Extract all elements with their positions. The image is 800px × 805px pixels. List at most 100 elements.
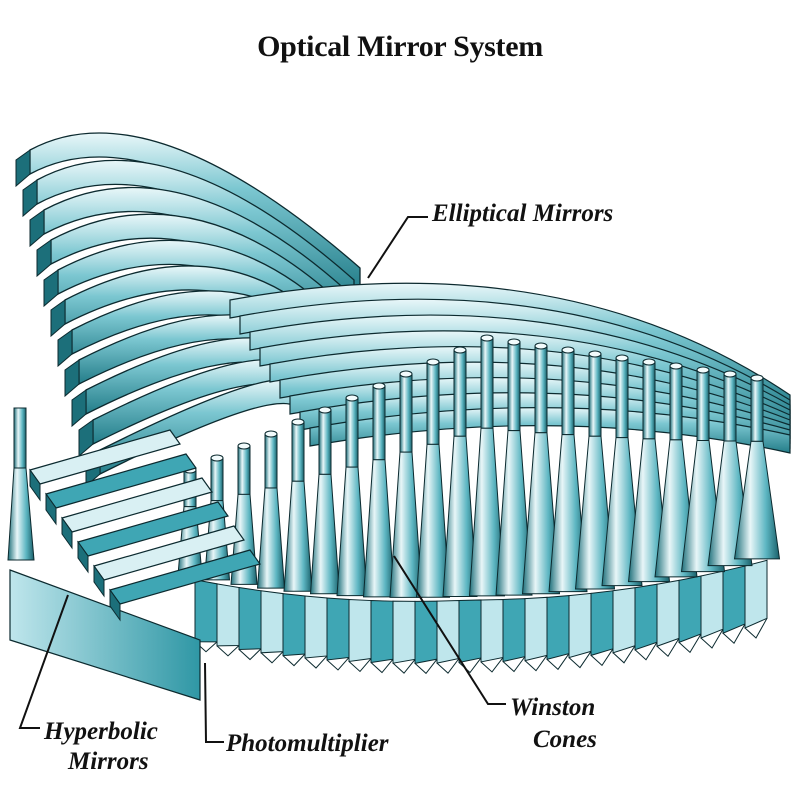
base-tooth xyxy=(370,658,394,674)
winston-cone xyxy=(256,487,286,589)
hyperbolic-mirror-edge xyxy=(61,516,73,550)
base-tooth xyxy=(436,658,460,674)
elliptical-mirror-edge xyxy=(43,269,59,308)
base-segment xyxy=(744,559,768,629)
photomultiplier-tube xyxy=(534,345,548,434)
base-tooth xyxy=(502,656,526,673)
photomultiplier-tube xyxy=(480,337,494,429)
elliptical-mirror-edge xyxy=(15,149,31,188)
tube-cap xyxy=(345,394,359,402)
winston-cones-label: Winston xyxy=(510,694,596,721)
base-tooth xyxy=(238,648,262,661)
tube-cap xyxy=(534,342,548,350)
base-segment xyxy=(392,600,416,664)
winston-cone xyxy=(468,427,506,597)
photomultiplier-tube xyxy=(318,409,332,475)
base-tooth xyxy=(480,657,504,673)
tube-cap xyxy=(723,370,737,378)
elliptical-leader-line xyxy=(367,216,428,279)
winston-cone xyxy=(733,440,781,560)
base-tooth xyxy=(326,657,350,671)
base-tooth xyxy=(634,641,658,661)
base-segment xyxy=(194,579,218,643)
winston-cone xyxy=(336,466,368,597)
base-segment xyxy=(238,586,262,651)
base-tooth xyxy=(678,633,702,654)
tube-cap xyxy=(507,338,521,346)
base-segment xyxy=(502,598,526,663)
base-segment xyxy=(348,598,372,663)
hyperbolic-mirror-edge xyxy=(93,564,105,598)
photomultiplier-tube xyxy=(507,341,521,432)
base-tooth xyxy=(656,638,680,658)
photomultiplier-tube xyxy=(615,357,629,439)
winston-leader-line xyxy=(393,555,506,705)
photomultiplier-label: Photomultiplier xyxy=(226,730,389,757)
base-tooth xyxy=(348,658,372,673)
tube-cap xyxy=(318,406,332,414)
base-segment xyxy=(282,593,306,657)
photomultiplier-tube xyxy=(453,349,467,437)
photomultiplier-tube xyxy=(399,373,413,453)
tube-cap xyxy=(372,382,386,390)
winston-cone xyxy=(283,480,313,592)
tube-cap xyxy=(750,374,764,382)
photomultiplier-leader-line xyxy=(204,662,224,743)
photomultiplier-tube xyxy=(426,361,440,445)
tube-cap xyxy=(210,454,224,462)
base-segment xyxy=(546,595,570,660)
photomultiplier-tube xyxy=(696,369,710,442)
base-segment xyxy=(260,590,284,654)
tube-cap xyxy=(291,418,305,426)
base-tooth xyxy=(524,655,548,672)
photomultiplier-tube xyxy=(669,365,683,441)
elliptical-mirror-edge xyxy=(71,389,87,428)
tube-cap xyxy=(669,362,683,370)
elliptical-mirror-edge xyxy=(64,359,80,398)
photomultiplier-tube xyxy=(561,349,575,436)
tube-cap xyxy=(561,346,575,354)
tube-cap xyxy=(264,430,278,438)
base-block xyxy=(9,569,201,701)
base-segment xyxy=(326,597,350,661)
winston-cone xyxy=(415,443,451,598)
hyperbolic-mirror-edge xyxy=(77,540,89,574)
tube-cap xyxy=(237,442,251,450)
base-segment xyxy=(458,599,482,664)
base-segment xyxy=(568,592,592,659)
winston-cones-label-line2: Cones xyxy=(533,726,597,753)
base-tooth xyxy=(546,653,570,671)
photomultiplier-tube xyxy=(345,397,359,468)
base-tooth xyxy=(216,645,240,657)
hyperbolic-leader-line xyxy=(18,594,69,729)
base-segment xyxy=(524,596,548,662)
photomultiplier-tube xyxy=(13,407,27,469)
hyperbolic-mirrors-label-line2: Mirrors xyxy=(68,748,149,775)
photomultiplier-tube xyxy=(750,377,764,442)
base-tooth xyxy=(744,618,768,639)
base-segment xyxy=(304,595,328,659)
base-segment xyxy=(700,570,724,639)
base-tooth xyxy=(590,648,614,667)
winston-cone xyxy=(574,435,616,590)
tube-cap xyxy=(642,358,656,366)
winston-cone xyxy=(362,459,396,598)
base-tooth xyxy=(612,645,636,664)
base-segment xyxy=(634,583,658,651)
winston-cone xyxy=(495,430,533,596)
photomultiplier-tube xyxy=(264,433,278,489)
diagram-title: Optical Mirror System xyxy=(257,30,543,63)
elliptical-mirror-edge xyxy=(36,239,52,278)
tube-cap xyxy=(480,334,494,342)
base-tooth xyxy=(392,659,416,674)
photomultiplier-tube xyxy=(642,361,656,440)
base-segment xyxy=(216,583,240,647)
base-segment xyxy=(612,587,636,654)
elliptical-mirror-edge xyxy=(57,329,73,368)
hyperbolic-mirror-edge xyxy=(109,588,121,622)
winston-cone xyxy=(548,434,588,593)
winston-cone xyxy=(442,435,478,597)
base-segment xyxy=(370,600,394,664)
tube-cap xyxy=(588,350,602,358)
